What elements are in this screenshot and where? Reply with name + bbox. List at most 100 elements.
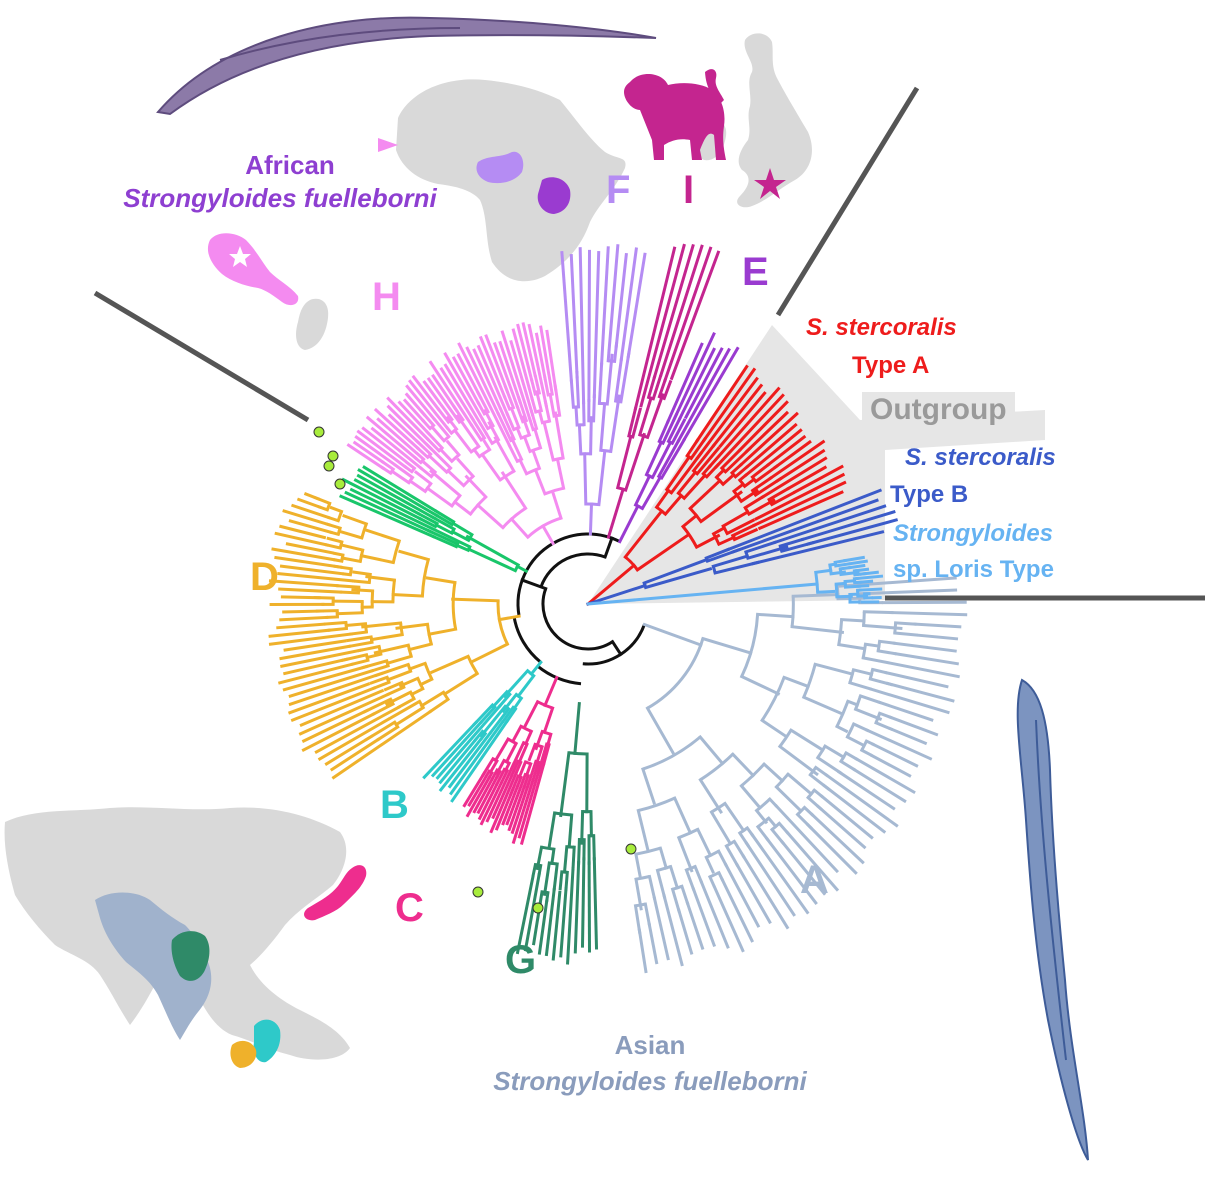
- clade-H-stem: [482, 455, 500, 480]
- clade-A-stem: [648, 708, 673, 752]
- clade-loris-arc: [836, 584, 837, 597]
- clade-label-A: A: [800, 860, 829, 900]
- clade-A-stem: [673, 889, 679, 910]
- clade-A-stem: [861, 696, 880, 702]
- clade-F-stem: [599, 364, 601, 403]
- clade-A-stem: [854, 670, 872, 674]
- clade-D-stem: [427, 578, 455, 583]
- clade-A-tip: [872, 689, 949, 712]
- clade-A-stem: [726, 846, 737, 865]
- outgroup-label: Outgroup: [862, 392, 1015, 428]
- clade-D-stem: [352, 660, 368, 664]
- clade-C: [464, 702, 552, 843]
- clade-H-stem: [448, 442, 459, 455]
- clade-A-stem: [862, 750, 871, 755]
- clade-A-stem: [758, 614, 793, 616]
- clade-A-arc: [648, 639, 703, 709]
- clade-A-stem: [842, 620, 864, 621]
- clade-A-arc: [658, 867, 671, 871]
- clade-A-tip: [715, 888, 743, 951]
- asian-title-line2: Strongyloides fuelleborni: [470, 1068, 830, 1094]
- clade-D-tip: [270, 630, 329, 636]
- clade-F-tip: [594, 253, 598, 397]
- clade-A-arc: [742, 614, 758, 676]
- clade-A-stem: [712, 812, 730, 841]
- clade-B-stem: [514, 698, 521, 708]
- clade-C-stem: [527, 764, 531, 775]
- clade-A-stem: [779, 823, 787, 832]
- clade-H-stem: [512, 519, 528, 537]
- clade-A-stem: [636, 906, 640, 933]
- clade-A-stem: [710, 877, 714, 886]
- clade-A-tip: [879, 590, 956, 593]
- clade-A-arc: [895, 623, 896, 633]
- node-marker: [626, 844, 636, 854]
- clade-A-stem: [825, 746, 844, 757]
- clade-D-tip: [284, 611, 323, 612]
- clade-D-stem: [429, 629, 456, 634]
- clade-loris-stem: [818, 592, 834, 593]
- clade-F-tip: [562, 253, 572, 382]
- clade-D-stem: [338, 586, 359, 588]
- clade-A-stem: [679, 838, 692, 871]
- clade-D-stem: [372, 666, 388, 671]
- clade-G-stem: [565, 847, 567, 872]
- clade-A-stem: [772, 830, 783, 843]
- loris-type-type: sp. Loris Type: [893, 558, 1054, 582]
- clade-A-stem: [706, 857, 713, 872]
- clade-loris-tip: [860, 589, 880, 590]
- clade-A-stem: [793, 595, 838, 597]
- clade-H-stem: [495, 438, 514, 471]
- clade-A-stem: [805, 808, 813, 815]
- clade-A-arc: [876, 713, 880, 723]
- clade-D-stem: [400, 552, 428, 560]
- clade-H-stem: [530, 419, 533, 429]
- clade-A-stem: [880, 713, 891, 717]
- clade-D-stem: [348, 637, 372, 641]
- clade-H-stem: [487, 434, 493, 443]
- clade-A-stem: [880, 641, 894, 643]
- clade-H-stem: [427, 488, 452, 506]
- clade-A-arc: [636, 877, 650, 880]
- clade-G-stem: [566, 872, 567, 889]
- clade-C-stem: [496, 739, 508, 759]
- clade-A-stem: [658, 870, 665, 896]
- clade-A-tip: [873, 744, 917, 765]
- clade-G-arc: [555, 813, 572, 815]
- clade-loris-tip: [850, 566, 864, 568]
- clade-H-stem: [421, 468, 431, 476]
- clade-C-stem: [529, 744, 535, 759]
- worm-purple-icon: [158, 18, 656, 114]
- west-africa-region-icon: [378, 138, 398, 152]
- clade-G-stem: [560, 872, 562, 889]
- clade-H-stem: [517, 428, 521, 438]
- clade-D-stem: [366, 530, 399, 541]
- clade-loris-tip: [857, 569, 868, 570]
- clade-H-stem: [539, 411, 542, 423]
- clade-D-stem: [431, 699, 449, 711]
- clade-label-E: E: [742, 252, 769, 292]
- clade-A-tip: [894, 643, 955, 651]
- clade-F-tip: [602, 248, 609, 364]
- clade-A-tip: [649, 924, 656, 962]
- clade-G-tip: [583, 859, 584, 946]
- clade-A-stem: [741, 786, 758, 806]
- clade-H-stem: [503, 473, 526, 508]
- clade-A-arc: [839, 620, 842, 645]
- clade-D-stem: [342, 558, 360, 561]
- madagascar-map-icon: [296, 299, 328, 350]
- clade-A-tip: [679, 910, 692, 953]
- clade-A-stem: [719, 851, 726, 865]
- clade-D-arc: [408, 645, 411, 656]
- clade-A-stem: [725, 804, 744, 831]
- clade-A-stem: [841, 761, 854, 769]
- clade-A-arc: [762, 677, 784, 720]
- clade-C-stem: [526, 731, 532, 743]
- clade-A-stem: [675, 798, 691, 833]
- clade-C-stem: [524, 702, 537, 728]
- node-marker: [473, 887, 483, 897]
- clade-D-stem: [409, 644, 431, 650]
- clade-H-stem: [545, 378, 548, 395]
- clade-label-B: B: [380, 785, 409, 825]
- node-marker: [335, 479, 345, 489]
